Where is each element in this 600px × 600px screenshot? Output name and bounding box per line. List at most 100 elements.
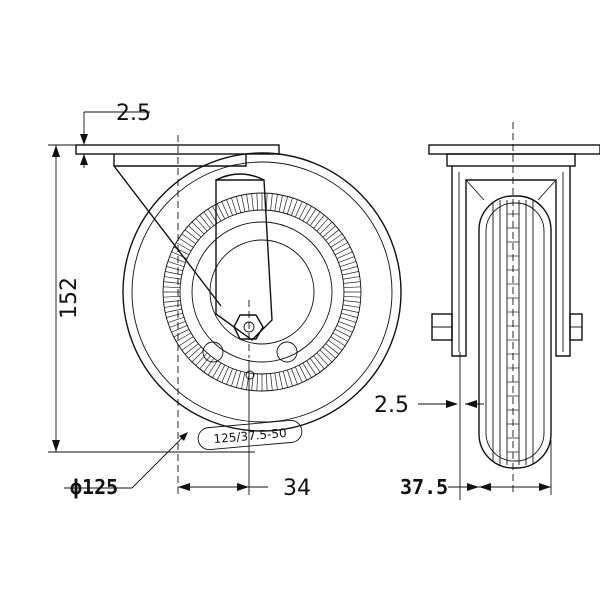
hatch-line — [301, 361, 313, 380]
hatch-line — [202, 210, 216, 228]
hatch-line — [282, 369, 289, 390]
hatch-line — [174, 241, 193, 253]
hatch-line — [171, 245, 191, 256]
hatch-line — [270, 193, 273, 213]
hatch-line — [164, 312, 185, 319]
hatch-line — [321, 224, 338, 239]
hatch-line — [282, 194, 289, 215]
hatch-line — [341, 281, 361, 284]
hatch-line — [334, 324, 355, 334]
hatch-line — [278, 193, 284, 214]
dim-width-arrow-left — [467, 483, 479, 491]
hatch-line — [169, 250, 190, 260]
hatch-line — [167, 320, 188, 329]
hatch-line — [340, 270, 361, 276]
dim-offset-arrow-right — [237, 483, 249, 491]
hatch-line — [206, 358, 219, 377]
hatch-line — [180, 232, 198, 246]
hatch-line — [331, 331, 350, 343]
dim-side-gap: 2.5 — [374, 393, 409, 418]
hatch-line — [323, 342, 341, 356]
hatch-line — [180, 338, 198, 352]
hatch-line — [215, 363, 226, 383]
dim-height-arrow-bottom — [52, 440, 60, 452]
hatch-line — [235, 194, 242, 215]
side-fork — [451, 166, 571, 357]
hatch-line — [251, 371, 254, 391]
side-swivel-housing — [446, 153, 576, 167]
hatch-line — [334, 250, 355, 260]
dim-height-arrow-top — [52, 145, 60, 157]
axle-nut — [233, 314, 264, 340]
hatch-line — [286, 367, 294, 389]
hatch-line — [321, 345, 338, 360]
hatch-line — [256, 193, 259, 213]
hatch-line — [165, 316, 187, 324]
hub-hole-left — [202, 341, 224, 363]
hatch-line — [194, 216, 209, 233]
hatch-line — [171, 328, 191, 339]
hatch-line — [165, 260, 187, 268]
top-plate — [75, 144, 280, 155]
hatch-line — [211, 361, 223, 380]
hatch-line — [220, 364, 230, 385]
hatch-line — [163, 295, 183, 298]
hatch-line — [270, 371, 273, 391]
hatch-line — [308, 210, 322, 228]
hatch-line — [163, 308, 184, 314]
hatch-line — [215, 201, 226, 221]
hatch-line — [274, 193, 279, 214]
hatch-line — [328, 335, 347, 348]
hatch-line — [328, 236, 347, 249]
hatch-line — [315, 351, 330, 368]
hatch-line — [163, 275, 184, 280]
side-top-plate — [428, 144, 600, 155]
dim-plate-thickness: 2.5 — [116, 101, 151, 126]
hatch-line — [256, 371, 259, 391]
hatch-line — [308, 356, 322, 374]
hatch-line — [290, 197, 299, 218]
hatch-line — [312, 353, 326, 371]
dim-plate-arrow-bottom — [80, 154, 88, 165]
hatch-line — [167, 255, 188, 264]
tire-inner-edge — [131, 161, 393, 423]
tread-marking: 125/37.5-50 — [213, 426, 287, 446]
hatch-line — [312, 213, 326, 231]
hatch-line — [340, 275, 361, 280]
side-fork-bevel — [465, 179, 557, 201]
hatch-line — [323, 228, 341, 242]
hatch-line — [336, 255, 357, 264]
hatch-line — [290, 366, 299, 387]
front-dimensions: 2.5 152 ϕ125 34 — [48, 101, 311, 501]
tire-outer-edge — [122, 152, 402, 432]
dim-wheel-width: 37.5 — [400, 475, 448, 499]
front-view: 125/37.5-50 — [75, 135, 402, 495]
hatch-line — [198, 213, 212, 231]
hatch-line — [220, 199, 230, 220]
hatch-line — [163, 304, 184, 309]
fork-leg-diagonal — [113, 165, 222, 307]
hatch-line — [177, 236, 196, 249]
swivel-housing — [113, 154, 247, 167]
hatch-line — [340, 304, 361, 309]
side-fork-inner — [458, 172, 564, 352]
hatch-line — [339, 312, 360, 319]
hatch-line — [305, 207, 318, 226]
hub-hole-right — [276, 341, 298, 363]
hatch-line — [190, 220, 206, 236]
hatch-line — [164, 265, 185, 272]
hub-disc — [191, 221, 333, 363]
hatch-line — [294, 199, 304, 220]
hatch-line — [339, 265, 360, 272]
dim-offset-arrow-left — [178, 483, 190, 491]
hatch-line — [274, 370, 279, 391]
hatch-line — [340, 308, 361, 314]
hatch-line — [202, 356, 216, 374]
dim-width-arrow-left-in — [479, 483, 491, 491]
hatch-line — [301, 204, 313, 223]
hatch-line — [298, 201, 309, 221]
hatch-line — [225, 366, 234, 387]
hatch-line — [341, 295, 361, 298]
hatch-line — [245, 193, 250, 214]
hatch-line — [341, 300, 361, 303]
